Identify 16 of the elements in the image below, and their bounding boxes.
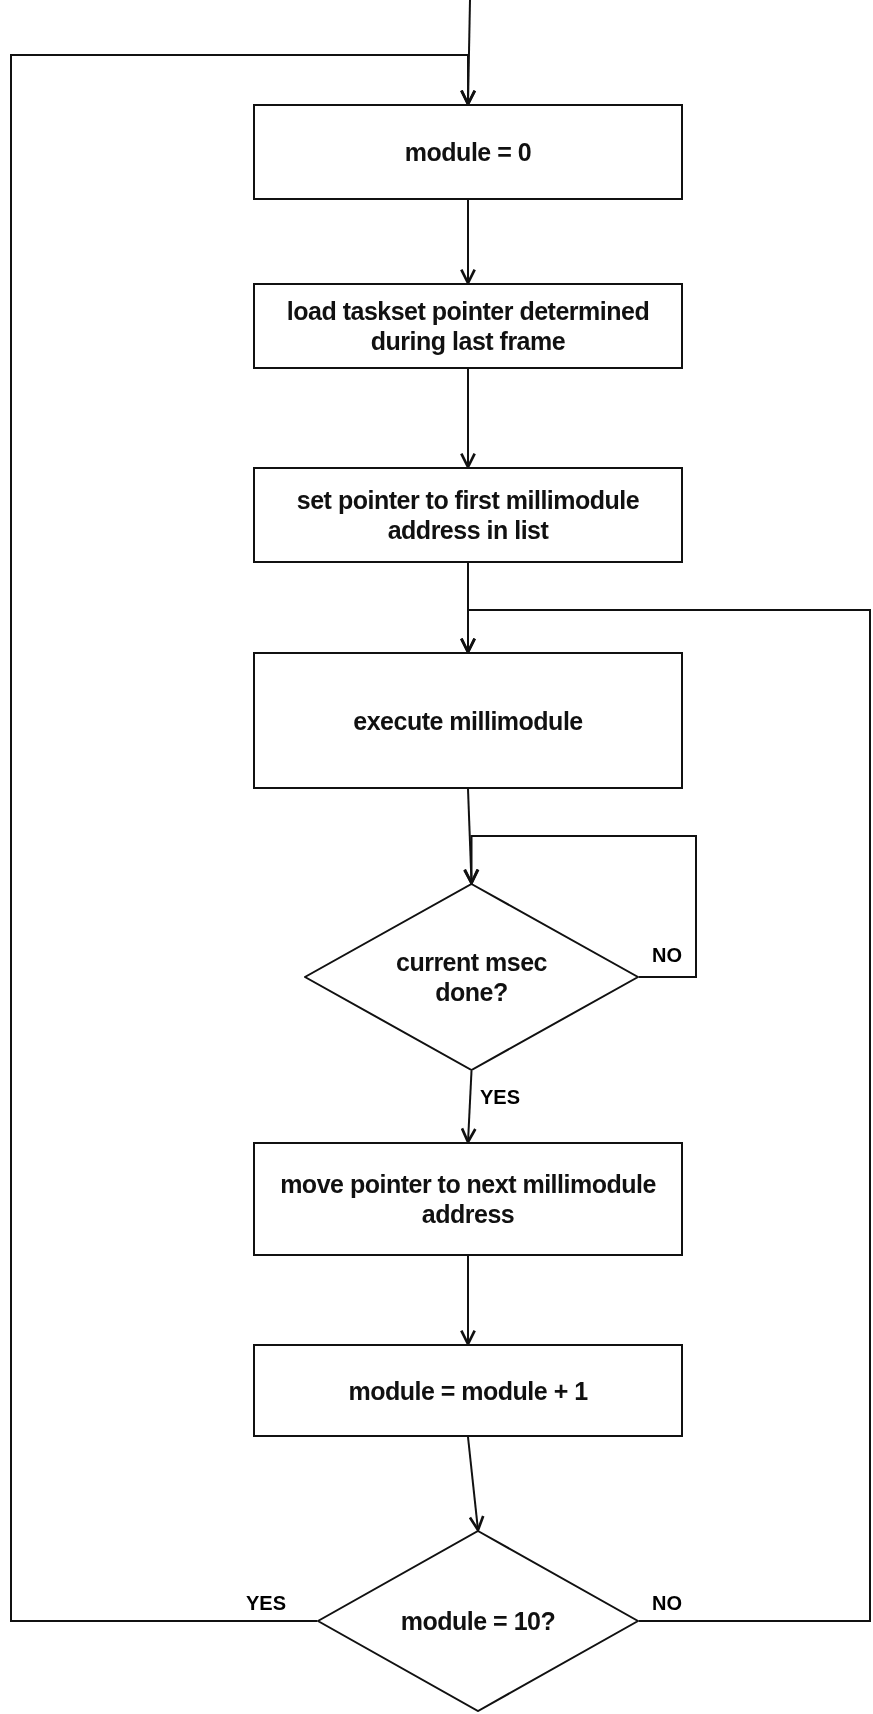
process-box: execute millimodule <box>253 652 683 789</box>
process-box: set pointer to first millimodule address in list <box>253 467 683 563</box>
arrow <box>460 368 476 469</box>
process-box: module = module + 1 <box>253 1344 683 1437</box>
decision-diamond: current msec done? <box>304 883 639 1071</box>
arrow <box>460 609 871 1622</box>
arrow <box>467 1436 485 1532</box>
arrow <box>460 199 476 285</box>
arrow <box>10 54 476 1622</box>
arrow <box>460 1255 476 1346</box>
process-box: load taskset pointer determined during last frame <box>253 283 683 369</box>
process-box: move pointer to next millimodule address <box>253 1142 683 1256</box>
arrow <box>460 1070 477 1144</box>
arrow <box>463 835 697 978</box>
decision-diamond: module = 10? <box>317 1530 639 1712</box>
process-box: module = 0 <box>253 104 683 200</box>
